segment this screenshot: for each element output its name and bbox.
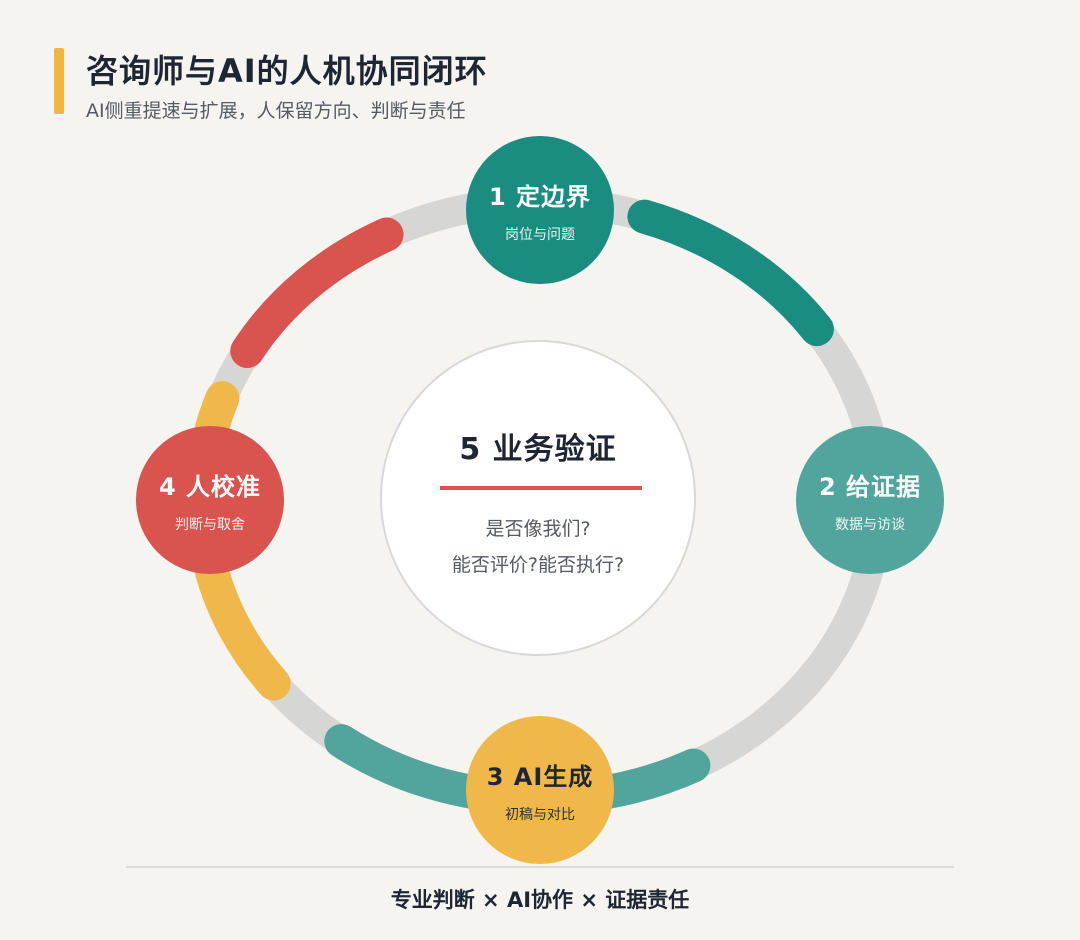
step-1-title: 1 定边界: [488, 182, 592, 211]
step-2-subtitle: 数据与访谈: [835, 516, 905, 533]
step-4-title: 4 人校准: [158, 472, 262, 501]
center-title: 5 业务验证: [459, 432, 617, 467]
center-validation-circle: 5 业务验证 是否像我们? 能否评价?能否执行?: [380, 340, 696, 656]
center-question-1: 是否像我们?: [485, 518, 591, 540]
step-3-node: 3 AI生成 初稿与对比: [466, 716, 614, 864]
page-title: 咨询师与AI的人机协同闭环: [86, 52, 488, 90]
step-4-subtitle: 判断与取舍: [175, 516, 245, 533]
page-subtitle: AI侧重提速与扩展，人保留方向、判断与责任: [86, 100, 466, 122]
arc-step-1: [627, 199, 834, 347]
step-2-node: 2 给证据 数据与访谈: [796, 426, 944, 574]
footer-caption: 专业判断 × AI协作 × 证据责任: [390, 888, 690, 912]
step-3-title: 3 AI生成: [486, 762, 594, 791]
step-4-node: 4 人校准 判断与取舍: [136, 426, 284, 574]
footer-divider: [126, 866, 954, 868]
step-2-title: 2 给证据: [818, 472, 922, 501]
arc-step-4: [230, 217, 404, 368]
title-accent-bar: [54, 48, 64, 114]
step-1-subtitle: 岗位与问题: [505, 226, 575, 243]
center-question-2: 能否评价?能否执行?: [451, 554, 625, 576]
step-1-node: 1 定边界 岗位与问题: [466, 136, 614, 284]
step-3-subtitle: 初稿与对比: [505, 806, 575, 823]
center-divider: [440, 486, 642, 490]
